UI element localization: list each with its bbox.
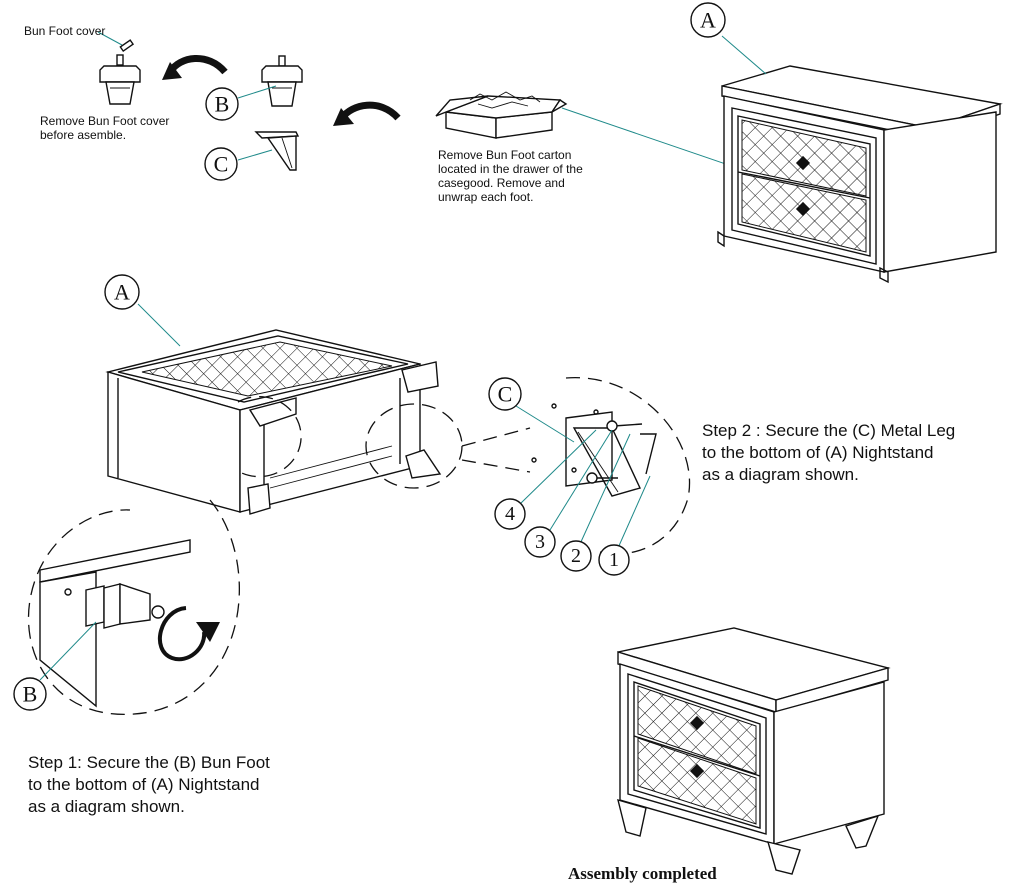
completed-nightstand-illustration — [617, 627, 891, 875]
step-1-instructions: Step 1: Secure the (B) Bun Foot to the b… — [28, 752, 270, 818]
zoom-circle-step2 — [565, 377, 691, 555]
step-2-instructions: Step 2 : Secure the (C) Metal Leg to the… — [702, 420, 955, 486]
inverted-nightstand-illustration — [105, 329, 442, 515]
carton-line-3: casegood. Remove and — [438, 176, 565, 190]
bun-foot-cover-label: Bun Foot cover — [24, 24, 106, 38]
rotate-arrow-icon — [157, 606, 207, 662]
metal-leg-attach-detail — [531, 403, 657, 497]
part-b-callout-bottom — [13, 677, 47, 711]
part-a-callout-mid — [104, 274, 140, 310]
step-2-line-1: Step 2 : Secure the (C) Metal Leg — [702, 421, 956, 440]
part-c-callout-top — [204, 147, 238, 181]
remove-cover-line-1: Remove Bun Foot cover — [40, 114, 170, 128]
bun-foot-b-illustration — [261, 55, 303, 107]
detail-circle-left-small — [235, 395, 302, 478]
part-a-callout-top — [690, 2, 726, 38]
carton-line-2: located in the drawer of the — [438, 162, 583, 176]
assembly-completed-caption: Assembly completed — [568, 864, 717, 883]
part-a-label-mid: A — [114, 280, 130, 305]
hardware-2-callout — [560, 540, 592, 572]
hardware-3-label: 3 — [535, 531, 545, 553]
step-1-line-1: Step 1: Secure the (B) Bun Foot — [28, 753, 270, 772]
step-1-line-2: to the bottom of (A) Nightstand — [28, 775, 260, 794]
part-b-label: B — [215, 92, 230, 117]
curved-arrow-head-icon — [162, 62, 182, 80]
bun-foot-carton-illustration — [435, 91, 568, 139]
curved-arrow-icon-2 — [339, 101, 401, 121]
remove-cover-note: Remove Bun Foot cover before asemble. — [40, 114, 169, 142]
bun-foot-attach-detail — [39, 539, 191, 708]
bun-foot-with-cover-illustration — [97, 31, 141, 105]
step-2-line-3: as a diagram shown. — [702, 465, 859, 484]
step-1-line-3: as a diagram shown. — [28, 797, 185, 816]
metal-leg-c-illustration — [254, 131, 300, 171]
part-b-callout — [205, 87, 239, 121]
part-c-label-top: C — [214, 152, 229, 177]
hardware-1-label: 1 — [609, 549, 619, 571]
carton-line-1: Remove Bun Foot carton — [438, 148, 572, 162]
step-2-line-2: to the bottom of (A) Nightstand — [702, 443, 934, 462]
hardware-2-label: 2 — [571, 545, 581, 567]
curved-arrow-icon — [167, 55, 228, 75]
hardware-4-label: 4 — [505, 503, 515, 525]
part-c-callout-mid — [488, 377, 522, 411]
part-b-label-bottom: B — [23, 682, 38, 707]
hardware-1-callout — [598, 544, 630, 576]
rotate-arrow-head-icon — [196, 622, 220, 642]
zoom-circle-step1 — [27, 499, 240, 715]
curved-arrow-head-icon-2 — [333, 108, 354, 126]
part-a-label-top: A — [700, 8, 716, 33]
nightstand-a-illustration — [717, 65, 1003, 284]
hardware-3-callout — [524, 526, 556, 558]
part-c-label-mid: C — [498, 382, 513, 407]
remove-cover-line-2: before asemble. — [40, 128, 127, 142]
hardware-4-callout — [494, 498, 526, 530]
carton-line-4: unwrap each foot. — [438, 190, 534, 204]
carton-note: Remove Bun Foot carton located in the dr… — [438, 148, 583, 204]
